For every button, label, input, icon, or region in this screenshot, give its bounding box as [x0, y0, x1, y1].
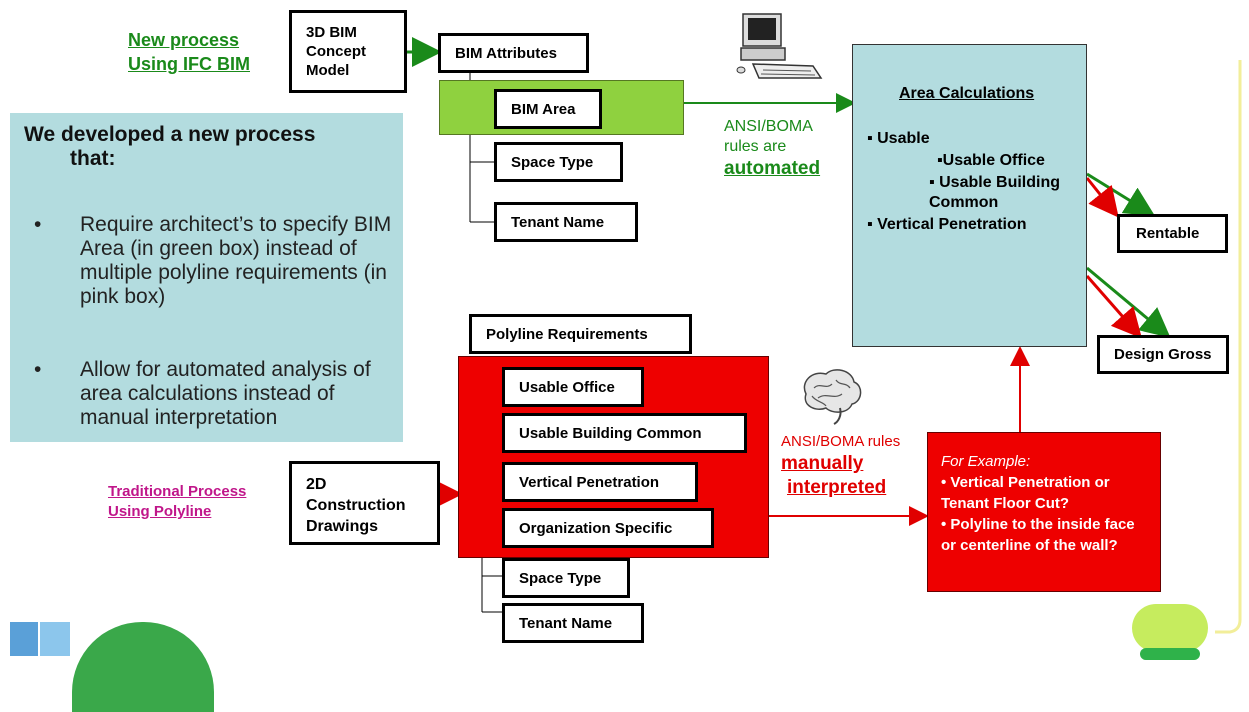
space-type-box: Space Type	[502, 558, 630, 598]
space-type-box: Space Type	[494, 142, 623, 182]
decorative-logo-block	[40, 622, 70, 656]
rentable-box: Rentable	[1117, 214, 1228, 253]
usable-office-box: Usable Office	[502, 367, 644, 407]
bim-attributes-box: BIM Attributes	[438, 33, 589, 73]
design-gross-box: Design Gross	[1097, 335, 1229, 374]
description-panel: We developed a new process that: • Requi…	[10, 113, 403, 442]
construction-drawings-box: 2D Construction Drawings	[289, 461, 440, 545]
tenant-name-box: Tenant Name	[494, 202, 638, 242]
decorative-logo-block	[10, 622, 38, 656]
calc-usable-office: ▪Usable Office	[937, 152, 1045, 169]
arrow-calc-to-rentable-red	[1085, 177, 1119, 218]
brain-icon	[803, 369, 862, 425]
bim-area-box: BIM Area	[494, 89, 602, 129]
arrow-calc-to-gross-red	[1085, 275, 1142, 339]
computer-icon	[736, 13, 823, 79]
decorative-pill	[1132, 604, 1208, 652]
area-calculations-title: Area Calculations	[899, 85, 1035, 102]
arrow-calc-to-gross-green	[1086, 266, 1171, 338]
organization-specific-box: Organization Specific	[502, 508, 714, 548]
arrow-calc-to-rentable-green	[1086, 172, 1156, 217]
bim-concept-model-box: 3D BIM Concept Model	[289, 10, 407, 93]
description-title: We developed a new process that:	[24, 123, 316, 170]
calc-usable-building: ▪ Usable Building Common	[929, 174, 1061, 211]
example-box: For Example: • Vertical Penetration or T…	[927, 432, 1161, 592]
tenant-name-box: Tenant Name	[502, 603, 644, 643]
area-calculations-box: Area Calculations ▪ Usable ▪Usable Offic…	[852, 44, 1087, 347]
vertical-penetration-box: Vertical Penetration	[502, 462, 698, 502]
decorative-pill	[1140, 648, 1200, 660]
calc-vertical-penetration: ▪ Vertical Penetration	[867, 216, 1027, 233]
calc-usable: ▪ Usable	[867, 130, 930, 147]
usable-building-common-box: Usable Building Common	[502, 413, 747, 453]
ansi-automated-label: ANSI/BOMA rules are automated	[724, 118, 821, 179]
ansi-manual-label: ANSI/BOMA rules manually interpreted	[781, 433, 901, 498]
traditional-process-label: Traditional Process Using Polyline	[108, 483, 247, 520]
decorative-yellow-line	[1215, 60, 1242, 634]
polyline-requirements-box: Polyline Requirements	[469, 314, 692, 354]
new-process-label: New process Using IFC BIM	[128, 30, 250, 74]
